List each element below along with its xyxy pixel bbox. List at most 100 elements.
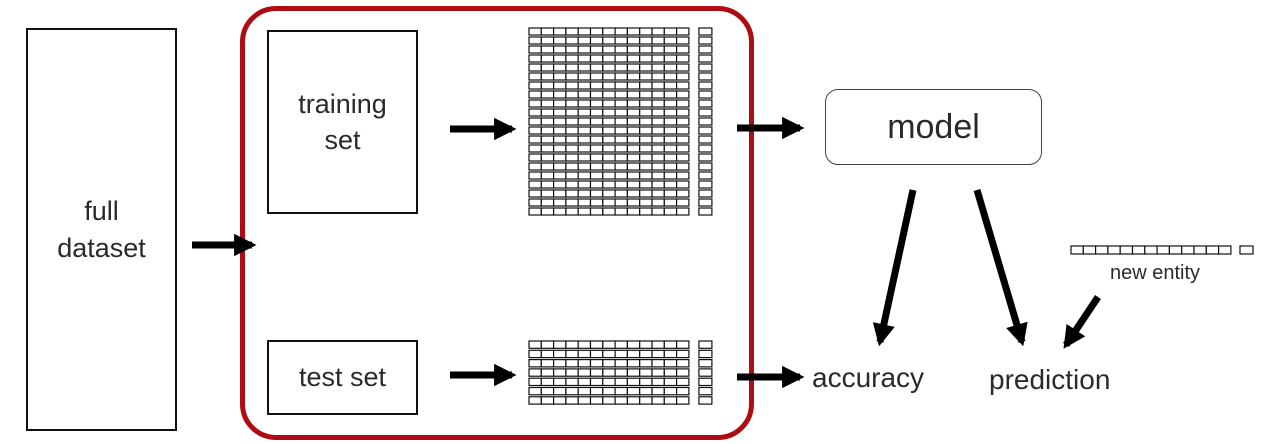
- entity-feature-cell: [1082, 245, 1097, 255]
- feature-cell: [552, 45, 567, 54]
- feature-cell: [639, 81, 653, 90]
- feature-cell: [577, 189, 592, 198]
- feature-cell: [528, 144, 542, 153]
- feature-cell: [552, 162, 567, 171]
- full-dataset-box: full dataset: [26, 28, 177, 431]
- feature-cell: [577, 162, 592, 171]
- feature-cell: [663, 386, 678, 396]
- feature-cell: [675, 396, 690, 405]
- feature-cell: [540, 81, 555, 90]
- feature-cell: [540, 153, 555, 162]
- feature-cell: [663, 153, 678, 162]
- feature-cell: [602, 189, 616, 198]
- label-cell: [698, 108, 713, 117]
- feature-cell: [614, 198, 628, 207]
- label-cell: [698, 99, 713, 108]
- feature-cell: [528, 108, 542, 117]
- feature-cell: [552, 349, 567, 359]
- feature-cell: [602, 198, 616, 207]
- feature-cell: [675, 27, 690, 36]
- feature-cell: [651, 36, 665, 45]
- feature-cell: [675, 349, 690, 359]
- feature-cell: [663, 368, 678, 377]
- feature-cell: [626, 117, 641, 126]
- label-cell: [698, 126, 713, 135]
- label-cell: [698, 340, 713, 349]
- feature-cell: [663, 207, 678, 216]
- feature-cell: [528, 27, 542, 36]
- feature-cell: [675, 135, 690, 144]
- feature-cell: [651, 72, 665, 81]
- training-set-label-line2: set: [324, 125, 361, 155]
- new-entity-label: new entity: [1110, 262, 1201, 284]
- feature-cell: [540, 368, 555, 377]
- test-set-label: test set: [298, 362, 387, 393]
- feature-cell: [675, 108, 690, 117]
- feature-cell: [651, 198, 665, 207]
- feature-cell: [602, 72, 616, 81]
- feature-cell: [577, 99, 592, 108]
- feature-cell: [663, 396, 678, 405]
- feature-cell: [651, 368, 665, 377]
- feature-cell: [639, 340, 653, 349]
- feature-cell: [552, 135, 567, 144]
- feature-cell: [626, 90, 641, 99]
- feature-cell: [540, 340, 555, 349]
- feature-cell: [589, 207, 604, 216]
- feature-cell: [565, 349, 579, 359]
- label-cell: [698, 377, 713, 387]
- feature-cell: [675, 45, 690, 54]
- feature-cell: [589, 189, 604, 198]
- feature-cell: [577, 386, 592, 396]
- feature-cell: [639, 359, 653, 368]
- feature-cell: [589, 99, 604, 108]
- feature-cell: [626, 340, 641, 349]
- prediction-label: prediction: [989, 364, 1111, 395]
- model-to-accuracy-arrow: [872, 189, 917, 347]
- feature-cell: [626, 27, 641, 36]
- model-label: model: [887, 107, 980, 146]
- feature-cell: [577, 171, 592, 180]
- feature-cell: [565, 108, 579, 117]
- feature-cell: [602, 108, 616, 117]
- feature-cell: [675, 72, 690, 81]
- feature-cell: [540, 54, 555, 63]
- feature-cell: [552, 63, 567, 72]
- feature-cell: [589, 117, 604, 126]
- feature-cell: [577, 153, 592, 162]
- feature-cell: [577, 27, 592, 36]
- feature-cell: [565, 99, 579, 108]
- feature-cell: [552, 99, 567, 108]
- feature-cell: [626, 126, 641, 135]
- feature-cell: [528, 45, 542, 54]
- feature-cell: [602, 63, 616, 72]
- feature-cell: [602, 349, 616, 359]
- feature-cell: [589, 359, 604, 368]
- feature-cell: [626, 189, 641, 198]
- feature-cell: [602, 368, 616, 377]
- feature-cell: [614, 99, 628, 108]
- feature-cell: [565, 27, 579, 36]
- feature-cell: [639, 63, 653, 72]
- accuracy-label: accuracy: [812, 362, 925, 393]
- feature-cell: [552, 36, 567, 45]
- label-cell: [698, 207, 713, 216]
- feature-cell: [552, 117, 567, 126]
- feature-cell: [663, 90, 678, 99]
- feature-cell: [577, 349, 592, 359]
- feature-cell: [565, 189, 579, 198]
- feature-cell: [589, 153, 604, 162]
- feature-cell: [639, 45, 653, 54]
- feature-cell: [663, 99, 678, 108]
- entity-feature-cell: [1144, 245, 1158, 255]
- label-cell: [698, 72, 713, 81]
- feature-cell: [663, 36, 678, 45]
- feature-cell: [589, 135, 604, 144]
- feature-cell: [639, 90, 653, 99]
- feature-cell: [552, 90, 567, 99]
- feature-cell: [565, 198, 579, 207]
- feature-cell: [614, 72, 628, 81]
- feature-cell: [589, 45, 604, 54]
- feature-cell: [565, 63, 579, 72]
- feature-cell: [602, 135, 616, 144]
